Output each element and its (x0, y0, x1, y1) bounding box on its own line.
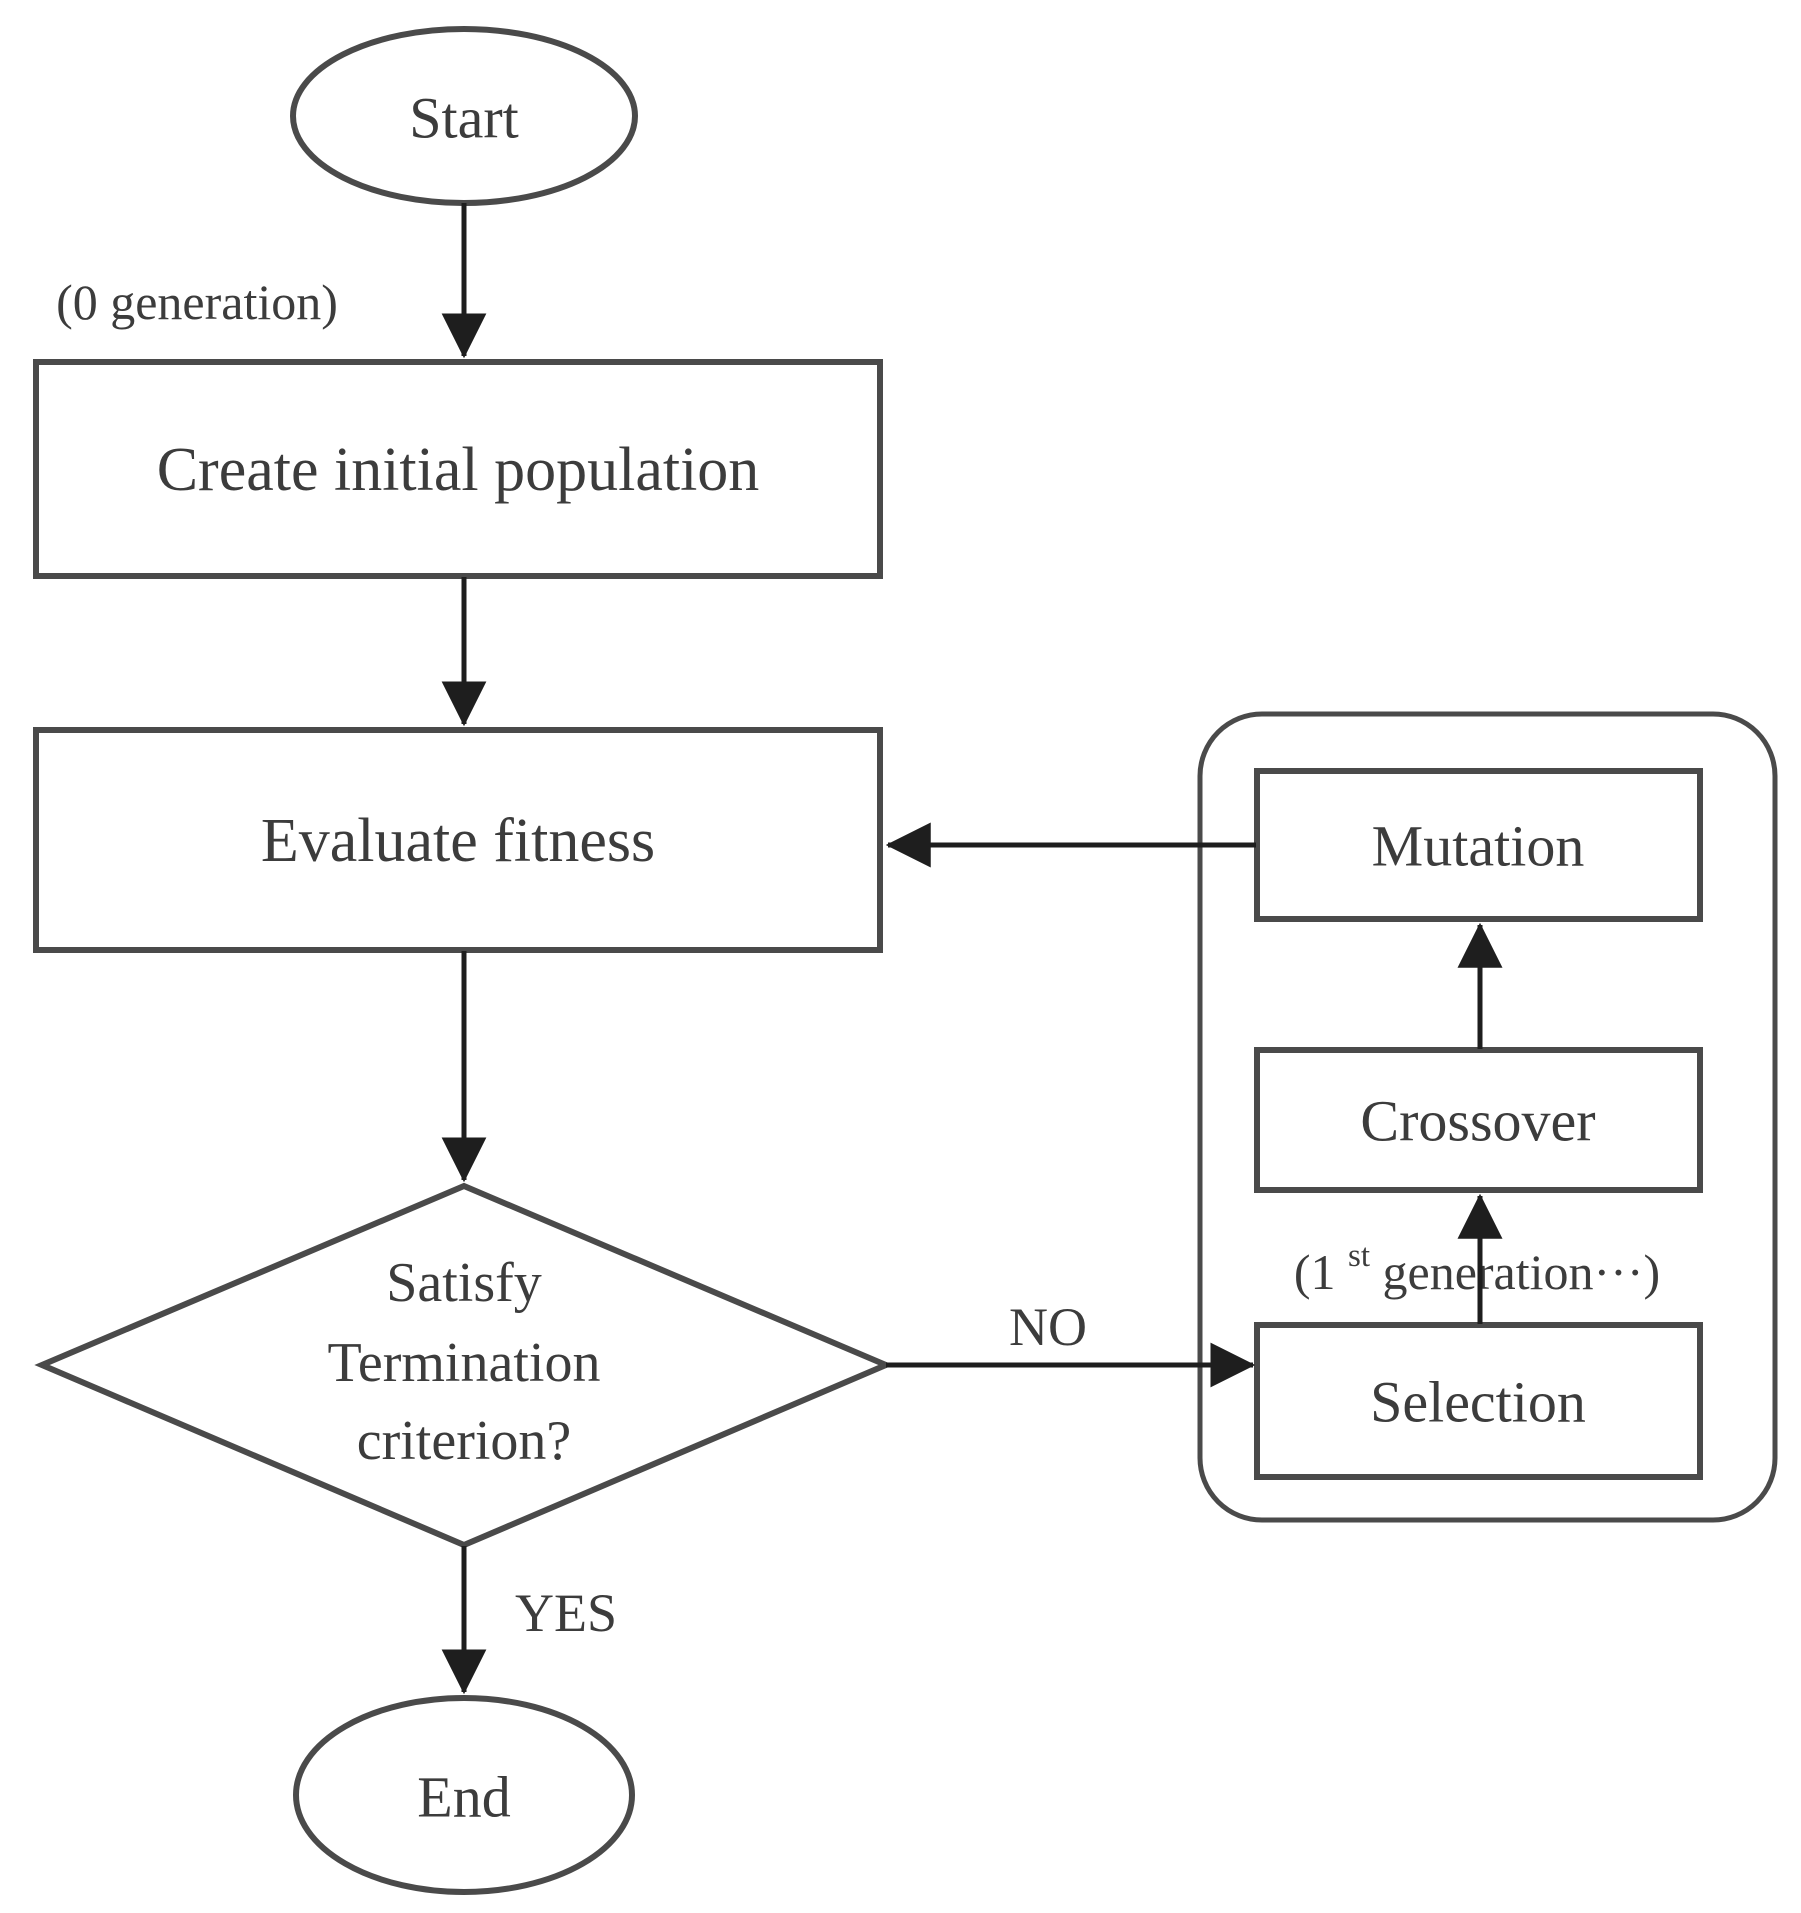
selection-box (1254, 1322, 1703, 1480)
generation-0-label: (0 generation) (56, 274, 338, 330)
create-initial-population-box (33, 359, 883, 579)
node-crossover: Crossover (1254, 1047, 1703, 1193)
termination-decision-diamond (34, 1182, 894, 1549)
decision-label-line1: Satisfy (386, 1252, 542, 1314)
generation-1-label: (1 st generation···) (1294, 1228, 1660, 1300)
end-ellipse (293, 1695, 635, 1895)
mutation-label: Mutation (1372, 814, 1585, 879)
node-start: Start (290, 26, 638, 206)
generation-1-superscript: st (1348, 1238, 1370, 1274)
node-mutation: Mutation (1254, 768, 1703, 922)
selection-label: Selection (1370, 1370, 1586, 1435)
mutation-box (1254, 768, 1703, 922)
evaluate-fitness-label: Evaluate fitness (261, 807, 655, 875)
generation-1-suffix: generation···) (1383, 1244, 1661, 1300)
node-create-initial-population: Create initial population (33, 359, 883, 579)
decision-label-line2: Termination (328, 1332, 601, 1394)
end-label: End (417, 1765, 510, 1830)
yes-branch-label: YES (515, 1583, 617, 1643)
node-termination-decision: Satisfy Termination criterion? (34, 1182, 894, 1549)
create-initial-population-label: Create initial population (157, 436, 760, 504)
crossover-label: Crossover (1360, 1089, 1595, 1154)
crossover-box (1254, 1047, 1703, 1193)
node-selection: Selection (1254, 1322, 1703, 1480)
decision-label-line3: criterion? (357, 1410, 572, 1472)
generation-1-prefix: (1 (1294, 1244, 1336, 1300)
node-end: End (293, 1695, 635, 1895)
evaluate-fitness-box (33, 727, 883, 953)
no-branch-label: NO (1009, 1297, 1087, 1357)
node-evaluate-fitness: Evaluate fitness (33, 727, 883, 953)
start-label: Start (409, 86, 519, 151)
